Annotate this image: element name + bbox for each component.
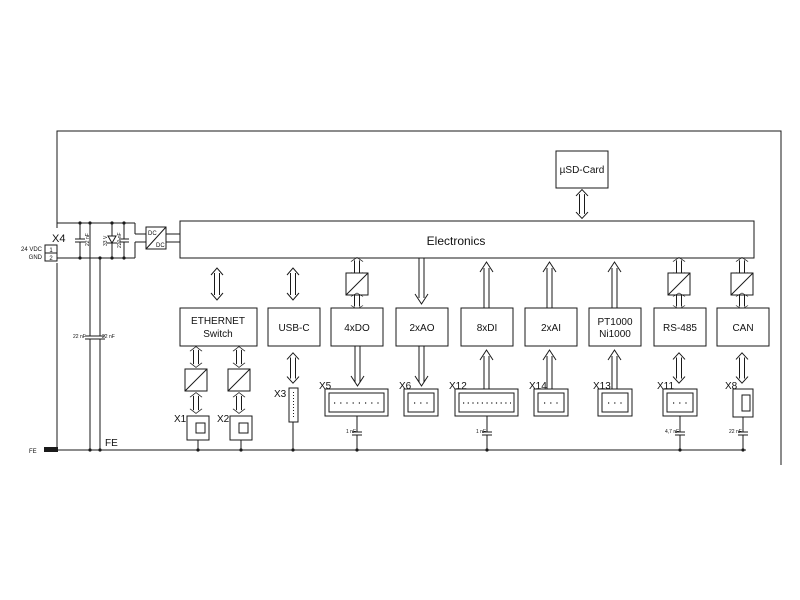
connector-x5-label: X5 bbox=[319, 381, 332, 392]
sd-card-box bbox=[555, 150, 609, 189]
ao-box bbox=[395, 307, 449, 347]
ethernet-label-line1: ETHERNET bbox=[191, 316, 245, 327]
pt-module: PT1000 Ni1000 X13 bbox=[588, 261, 642, 417]
rs485-cap-label: 4,7 nF bbox=[665, 429, 679, 435]
filter-cap4-label: 220 nF bbox=[117, 232, 123, 248]
electronics-box bbox=[179, 220, 755, 259]
usbc-module: USB-C X3 bbox=[267, 267, 321, 452]
do-cap-label: 1 nF bbox=[346, 429, 356, 435]
ethernet-label-line2: Switch bbox=[203, 329, 232, 340]
can-cap-label: 22 nF bbox=[729, 429, 742, 435]
pin1-number: 1 bbox=[49, 248, 53, 254]
ao-label: 2xAO bbox=[409, 323, 434, 334]
dcdc-out-label: DC bbox=[156, 243, 165, 249]
do-module: 4xDO X5 1 nF bbox=[319, 256, 389, 452]
do-box bbox=[330, 307, 384, 347]
pin1-label: 24 VDC bbox=[21, 247, 43, 253]
can-box bbox=[716, 307, 770, 347]
dcdc-converter: DC DC bbox=[134, 223, 180, 258]
ethernet-box bbox=[179, 307, 258, 347]
usbc-box bbox=[267, 307, 321, 347]
usbc-label: USB-C bbox=[278, 323, 309, 334]
can-label: CAN bbox=[732, 323, 753, 334]
connector-x3-label: X3 bbox=[274, 389, 287, 400]
connector-x4-label: X4 bbox=[52, 233, 65, 245]
connector-x13-label: X13 bbox=[593, 381, 611, 392]
di-cap-label: 1 nF bbox=[476, 429, 486, 435]
dcdc-in-label: DC bbox=[148, 231, 157, 237]
can-module: CAN X8 22 nF bbox=[716, 256, 770, 452]
connector-x14-label: X14 bbox=[529, 381, 547, 392]
pt-label-line1: PT1000 bbox=[597, 317, 632, 328]
input-filter: 22 nF 22 nF 22 nF 33 V 220 nF bbox=[57, 221, 135, 450]
connector-x12-label: X12 bbox=[449, 381, 467, 392]
filter-cap3-label: 22 nF bbox=[102, 334, 115, 340]
rs485-module: RS-485 X11 4,7 nF bbox=[653, 256, 707, 452]
fe-terminal bbox=[44, 447, 58, 452]
do-label: 4xDO bbox=[344, 323, 370, 334]
pin2-number: 2 bbox=[49, 256, 53, 262]
sd-card-label: µSD-Card bbox=[560, 165, 605, 176]
filter-cap2-label: 22 nF bbox=[73, 334, 86, 340]
power-connector-x4: X4 1 2 24 VDC GND bbox=[21, 233, 65, 262]
fe-rail: FE FE bbox=[29, 438, 746, 455]
enclosure-frame bbox=[56, 130, 782, 465]
ethernet-link-arrow bbox=[210, 267, 224, 301]
filter-cap1-label: 22 nF bbox=[85, 233, 91, 246]
electronics-block: Electronics bbox=[179, 220, 755, 259]
di-box bbox=[460, 307, 514, 347]
sd-card-block: µSD-Card bbox=[555, 150, 609, 219]
connector-x2-label: X2 bbox=[217, 414, 230, 425]
connector-x6-label: X6 bbox=[399, 381, 412, 392]
ai-module: 2xAI X14 bbox=[524, 261, 578, 417]
pt-box bbox=[588, 307, 642, 347]
electronics-label: Electronics bbox=[427, 234, 486, 248]
connector-x11-label: X11 bbox=[657, 381, 674, 392]
fe-left-label: FE bbox=[29, 449, 37, 455]
rs485-label: RS-485 bbox=[663, 323, 697, 334]
usbc-link-arrow bbox=[286, 267, 300, 301]
connector-x8-label: X8 bbox=[725, 381, 738, 392]
fe-rail-label: FE bbox=[105, 438, 118, 449]
sd-card-link-arrow bbox=[575, 189, 589, 219]
ai-label: 2xAI bbox=[541, 323, 561, 334]
di-label: 8xDI bbox=[477, 323, 498, 334]
di-module: 8xDI X12 1 nF bbox=[449, 261, 519, 452]
tvs-label: 33 V bbox=[103, 235, 109, 246]
ethernet-module: ETHERNET Switch X1 X2 bbox=[174, 267, 258, 452]
ao-module: 2xAO X6 bbox=[395, 258, 449, 417]
connector-x1-label: X1 bbox=[174, 414, 187, 425]
pt-label-line2: Ni1000 bbox=[599, 329, 631, 340]
pin2-label: GND bbox=[29, 255, 43, 261]
ai-box bbox=[524, 307, 578, 347]
rs485-box bbox=[653, 307, 707, 347]
